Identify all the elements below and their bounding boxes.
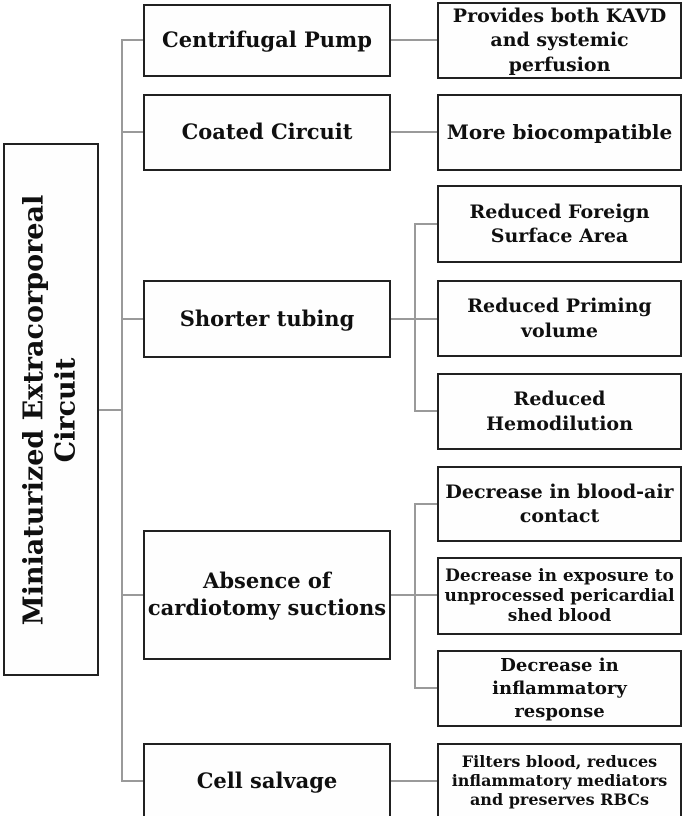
node-label: Shorter tubing xyxy=(179,305,355,331)
leaf-label: More biocompatible xyxy=(446,119,673,144)
leaf-inflammatory-response: Decrease in inflammatory response xyxy=(437,650,682,727)
leaf-label: Reduced Priming volume xyxy=(467,295,652,342)
connector-root-stub xyxy=(99,409,121,411)
node-label: Coated Circuit xyxy=(181,119,353,145)
connector-branch-stub-5 xyxy=(121,780,143,782)
connector-leaf-4 xyxy=(414,318,437,320)
leaf-label: Decrease in blood-air contact xyxy=(445,480,674,527)
leaf-reduced-foreign-surface: Reduced Foreign Surface Area xyxy=(437,185,682,263)
leaf-kavd-perfusion: Provides both KAVD and systemic perfusio… xyxy=(437,2,682,79)
node-root: Miniaturized Extracorporeal Circuit xyxy=(3,143,99,676)
node-label: Cell salvage xyxy=(196,768,338,794)
leaf-label: Provides both KAVD and systemic perfusio… xyxy=(452,5,667,76)
leaf-label: Reduced Foreign Surface Area xyxy=(469,200,650,247)
connector-leaf-5 xyxy=(414,410,437,412)
connector-groupB-stub xyxy=(391,594,414,596)
leaf-label: Reduced Hemodilution xyxy=(486,388,633,435)
leaf-blood-air-contact: Decrease in blood-air contact xyxy=(437,466,682,542)
connector-leaf-3 xyxy=(414,223,437,225)
connector-groupB-vertical xyxy=(414,503,416,689)
connector-branch-stub-2 xyxy=(121,131,143,133)
node-cell-salvage: Cell salvage xyxy=(143,743,391,816)
node-coated-circuit: Coated Circuit xyxy=(143,94,391,171)
leaf-reduced-priming-volume: Reduced Priming volume xyxy=(437,280,682,357)
leaf-more-biocompatible: More biocompatible xyxy=(437,94,682,171)
leaf-reduced-hemodilution: Reduced Hemodilution xyxy=(437,373,682,450)
node-label: Absence of cardiotomy suctions xyxy=(147,568,387,620)
node-absence-cardiotomy: Absence of cardiotomy suctions xyxy=(143,530,391,660)
node-centrifugal-pump: Centrifugal Pump xyxy=(143,4,391,77)
node-shorter-tubing: Shorter tubing xyxy=(143,280,391,358)
connector-leaf-9 xyxy=(391,780,437,782)
connector-leaf-1 xyxy=(391,39,437,41)
connector-branch-stub-1 xyxy=(121,39,143,41)
leaf-label: Decrease in exposure to unprocessed peri… xyxy=(444,565,675,627)
connector-branch-stub-4 xyxy=(121,594,143,596)
connector-trunk-vertical xyxy=(121,39,123,782)
connector-branch-stub-3 xyxy=(121,318,143,320)
connector-leaf-8 xyxy=(414,687,437,689)
node-label: Centrifugal Pump xyxy=(162,27,372,53)
leaf-pericardial-shed-blood: Decrease in exposure to unprocessed peri… xyxy=(437,557,682,635)
leaf-label: Decrease in inflammatory response xyxy=(492,654,627,723)
node-root-label: Miniaturized Extracorporeal Circuit xyxy=(18,194,82,625)
connector-leaf-2 xyxy=(391,131,437,133)
connector-leaf-6 xyxy=(414,503,437,505)
connector-groupA-stub xyxy=(391,318,414,320)
connector-groupA-vertical xyxy=(414,223,416,412)
leaf-filters-blood: Filters blood, reduces inflammatory medi… xyxy=(437,743,682,816)
connector-leaf-7 xyxy=(414,594,437,596)
leaf-label: Filters blood, reduces inflammatory medi… xyxy=(451,752,668,809)
